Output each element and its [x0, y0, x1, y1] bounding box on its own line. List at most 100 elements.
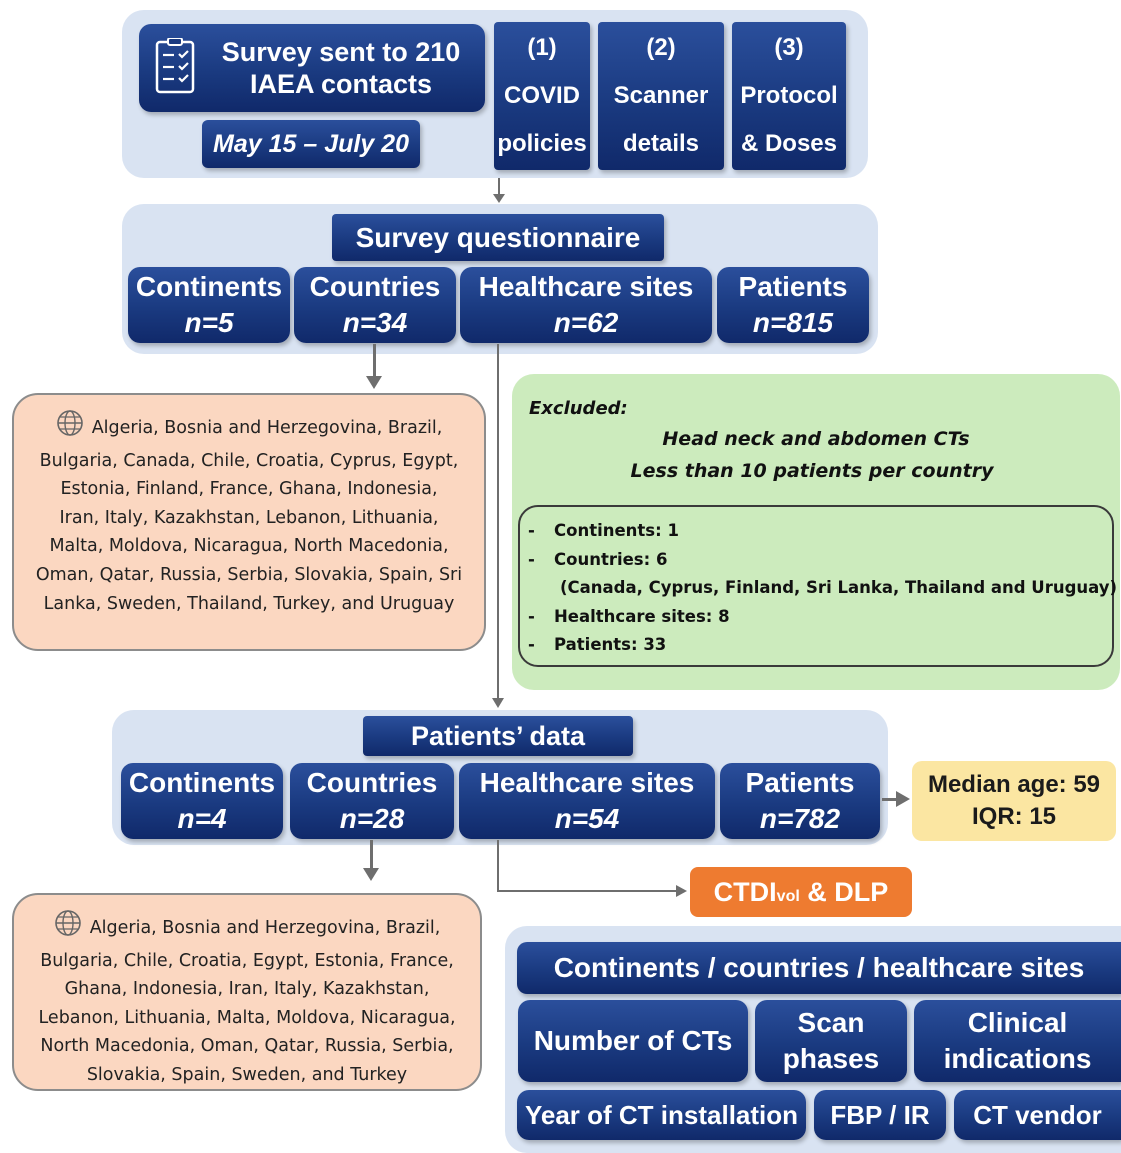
- stat-label: Countries: [309, 271, 441, 302]
- section-scanner-line1: Scanner: [613, 82, 709, 109]
- ctdi-dlp-box: CTDIvol & DLP: [690, 867, 912, 917]
- section-covid-num: (1): [527, 34, 557, 61]
- clinical-indications-line2: indications: [943, 1043, 1092, 1074]
- section-scanner-num: (2): [646, 34, 676, 61]
- survey-sent-box: Survey sent to 210 IAEA contacts: [139, 24, 485, 112]
- excluded-criteria-1: Head neck and abdomen CTs: [662, 428, 970, 450]
- country-line-text: Algeria, Bosnia and Herzegovina, Brazil,: [91, 417, 443, 438]
- median-age: Median age: 59: [927, 771, 1101, 798]
- country-line: Oman, Qatar, Russia, Serbia, Slovakia, S…: [35, 564, 463, 585]
- questionnaire-stat-sites: Healthcare sites n=62: [460, 267, 712, 343]
- globe-icon: [56, 409, 84, 447]
- country-line: Estonia, Finland, France, Ghana, Indones…: [60, 479, 438, 500]
- patients-stat-countries: Countries n=28: [290, 763, 454, 839]
- analysis-header: Continents / countries / healthcare site…: [517, 942, 1121, 994]
- section-scanner-line2: details: [622, 130, 700, 157]
- arrowhead-icon: [676, 885, 687, 897]
- analysis-year-installation: Year of CT installation: [517, 1090, 806, 1140]
- arrowhead-icon: [492, 698, 504, 708]
- stat-label: Healthcare sites: [479, 767, 695, 798]
- connector-questionnaire-to-patients-data: [497, 344, 499, 700]
- stat-label: Patients: [738, 271, 848, 302]
- country-line: North Macedonia, Oman, Qatar, Russia, Se…: [40, 1036, 454, 1057]
- stat-label: Healthcare sites: [478, 271, 694, 302]
- section-covid-line1: COVID: [503, 82, 580, 109]
- section-protocol-line2: & Doses: [740, 130, 838, 157]
- scan-phases-line2: phases: [782, 1043, 880, 1074]
- checklist-icon: [155, 36, 195, 99]
- connector-sites-to-ctdi: [497, 840, 499, 892]
- stat-value: n=4: [177, 803, 227, 834]
- survey-title-line1: Survey sent to 210: [221, 37, 461, 67]
- arrowhead-icon: [366, 376, 382, 389]
- stat-label: Countries: [306, 767, 438, 798]
- questionnaire-stat-continents: Continents n=5: [128, 267, 290, 343]
- arrowhead-icon: [493, 194, 505, 203]
- country-line: Bulgaria, Chile, Croatia, Egypt, Estonia…: [40, 950, 454, 971]
- stat-value: n=28: [339, 803, 405, 834]
- analysis-scan-phases: Scan phases: [755, 1000, 907, 1082]
- questionnaire-stat-patients: Patients n=815: [717, 267, 869, 343]
- year-installation-label: Year of CT installation: [524, 1099, 799, 1130]
- stat-value: n=815: [752, 307, 834, 338]
- section-scanner: (2) Scanner details: [598, 22, 724, 170]
- stat-value: n=782: [759, 803, 841, 834]
- patients-stat-patients: Patients n=782: [720, 763, 880, 839]
- clinical-indications-line1: Clinical: [967, 1007, 1068, 1038]
- analysis-ct-vendor: CT vendor: [954, 1090, 1121, 1140]
- questionnaire-title-text: Survey questionnaire: [355, 221, 641, 253]
- patients-data-title: Patients’ data: [363, 716, 633, 756]
- stat-label: Continents: [128, 767, 276, 798]
- stat-value: n=34: [342, 307, 408, 338]
- countries-final-box: Algeria, Bosnia and Herzegovina, Brazil,…: [12, 893, 482, 1091]
- patients-stat-sites: Healthcare sites n=54: [459, 763, 715, 839]
- excluded-heading: Excluded:: [529, 398, 628, 419]
- questionnaire-title: Survey questionnaire: [332, 214, 664, 261]
- connector-patients-to-age: [882, 798, 898, 801]
- age-iqr: IQR: 15: [971, 803, 1057, 830]
- stat-value: n=62: [553, 307, 619, 338]
- country-line-text: Algeria, Bosnia and Herzegovina, Brazil,: [89, 917, 441, 938]
- stat-value: n=54: [554, 803, 620, 834]
- excluded-countries-list: (Canada, Cyprus, Finland, Sri Lanka, Tha…: [560, 578, 1118, 598]
- analysis-clinical-indications: Clinical indications: [914, 1000, 1121, 1082]
- globe-icon: [54, 909, 82, 947]
- patients-data-title-text: Patients’ data: [410, 720, 586, 751]
- stat-label: Patients: [745, 767, 855, 798]
- section-covid: (1) COVID policies: [494, 22, 590, 170]
- country-line: Algeria, Bosnia and Herzegovina, Brazil,: [28, 409, 470, 447]
- country-line: Ghana, Indonesia, Iran, Italy, Kazakhsta…: [64, 979, 430, 1000]
- country-line: Iran, Italy, Kazakhstan, Lebanon, Lithua…: [59, 507, 439, 528]
- country-line: Lanka, Sweden, Thailand, Turkey, and Uru…: [43, 593, 455, 614]
- excluded-continents: Continents: 1: [520, 517, 1112, 546]
- scan-phases-line1: Scan: [797, 1007, 865, 1038]
- section-covid-line2: policies: [497, 130, 587, 157]
- stat-label: Continents: [135, 271, 283, 302]
- excluded-patients: Patients: 33: [520, 631, 1112, 660]
- excluded-countries: Countries: 6: [520, 546, 1112, 575]
- excluded-criteria-2: Less than 10 patients per country: [630, 460, 994, 482]
- ct-vendor-label: CT vendor: [973, 1099, 1102, 1130]
- country-line: Malta, Moldova, Nicaragua, North Macedon…: [49, 536, 449, 557]
- ctdi-label: CTDI: [713, 877, 777, 907]
- connector-sites-to-ctdi-horizontal: [497, 890, 677, 892]
- analysis-fbp-ir: FBP / IR: [814, 1090, 946, 1140]
- country-line: Slovakia, Spain, Sweden, and Turkey: [86, 1064, 408, 1085]
- section-protocol-line1: Protocol: [740, 82, 838, 109]
- patients-stat-continents: Continents n=4: [121, 763, 283, 839]
- country-line: Algeria, Bosnia and Herzegovina, Brazil,: [28, 909, 466, 947]
- age-box: Median age: 59 IQR: 15: [912, 761, 1116, 841]
- connector-countries-to-final-list: [370, 840, 373, 870]
- number-of-cts-label: Number of CTs: [533, 1025, 733, 1056]
- country-line: Bulgaria, Canada, Chile, Croatia, Cyprus…: [39, 450, 459, 471]
- country-line: Lebanon, Lithuania, Malta, Moldova, Nica…: [38, 1007, 456, 1028]
- questionnaire-stat-countries: Countries n=34: [294, 267, 456, 343]
- dlp-label: & DLP: [799, 877, 889, 907]
- excluded-details-box: Continents: 1 Countries: 6 (Canada, Cypr…: [518, 505, 1118, 667]
- survey-dates-text: May 15 – July 20: [213, 129, 409, 158]
- survey-title-line2: IAEA contacts: [249, 69, 433, 99]
- section-protocol: (3) Protocol & Doses: [732, 22, 846, 170]
- stat-value: n=5: [184, 307, 234, 338]
- survey-dates: May 15 – July 20: [202, 120, 420, 168]
- section-protocol-num: (3): [774, 34, 804, 61]
